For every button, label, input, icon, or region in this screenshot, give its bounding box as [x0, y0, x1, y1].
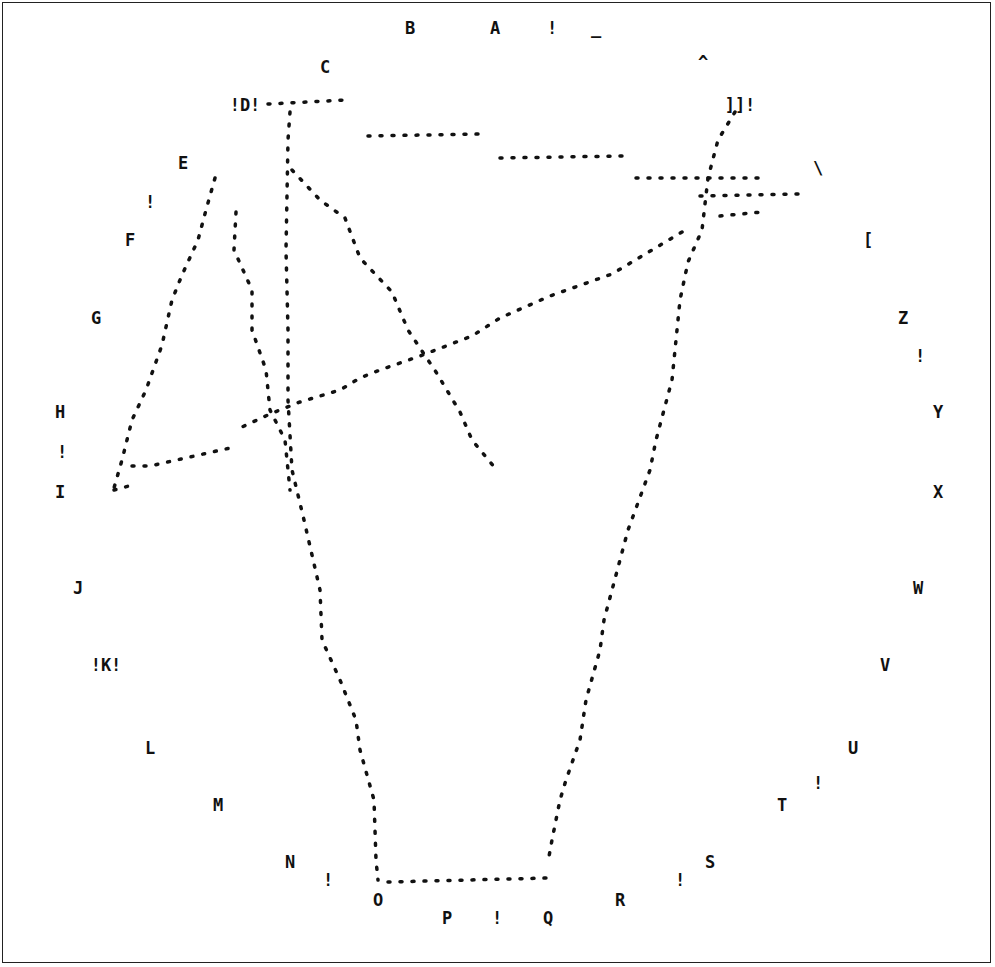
glyph-label: !K! — [91, 657, 122, 674]
glyph-label: R — [615, 892, 625, 909]
glyph-label: ! — [492, 910, 502, 927]
glyph-label: J — [73, 580, 83, 597]
glyph-label: ! — [915, 348, 925, 365]
glyph-label: ! — [547, 20, 557, 37]
glyph-label: I — [55, 484, 65, 501]
glyph-label: X — [933, 484, 943, 501]
glyph-label: M — [213, 797, 223, 814]
glyph-label: F — [125, 232, 135, 249]
glyph-label: !D! — [230, 97, 261, 114]
glyph-label: E — [178, 155, 188, 172]
glyph-label: P — [442, 910, 452, 927]
glyph-label: [ — [863, 232, 873, 249]
glyph-label: V — [880, 657, 890, 674]
glyph-label: S — [705, 854, 715, 871]
glyph-label: H — [55, 404, 65, 421]
glyph-label: W — [913, 580, 923, 597]
glyph-label: ]]! — [725, 97, 756, 114]
glyph-label: \ — [813, 160, 823, 177]
glyph-label: _ — [591, 20, 601, 37]
glyph-label: O — [373, 892, 383, 909]
glyph-label: ! — [813, 775, 823, 792]
glyph-label: N — [285, 854, 295, 871]
glyph-label: T — [777, 797, 787, 814]
glyph-label: ^ — [698, 54, 708, 71]
glyph-label: Z — [898, 310, 908, 327]
glyph-label: ! — [323, 872, 333, 889]
glyph-label: ! — [57, 444, 67, 461]
glyph-label: L — [145, 740, 155, 757]
glyph-label: U — [848, 740, 858, 757]
glyph-label: A — [490, 20, 500, 37]
glyph-label: Q — [543, 910, 553, 927]
glyph-label: ! — [675, 872, 685, 889]
glyph-label: Y — [933, 404, 943, 421]
glyph-label: ! — [145, 194, 155, 211]
glyph-label: G — [91, 310, 101, 327]
glyph-label: B — [405, 20, 415, 37]
glyph-label: C — [320, 59, 330, 76]
